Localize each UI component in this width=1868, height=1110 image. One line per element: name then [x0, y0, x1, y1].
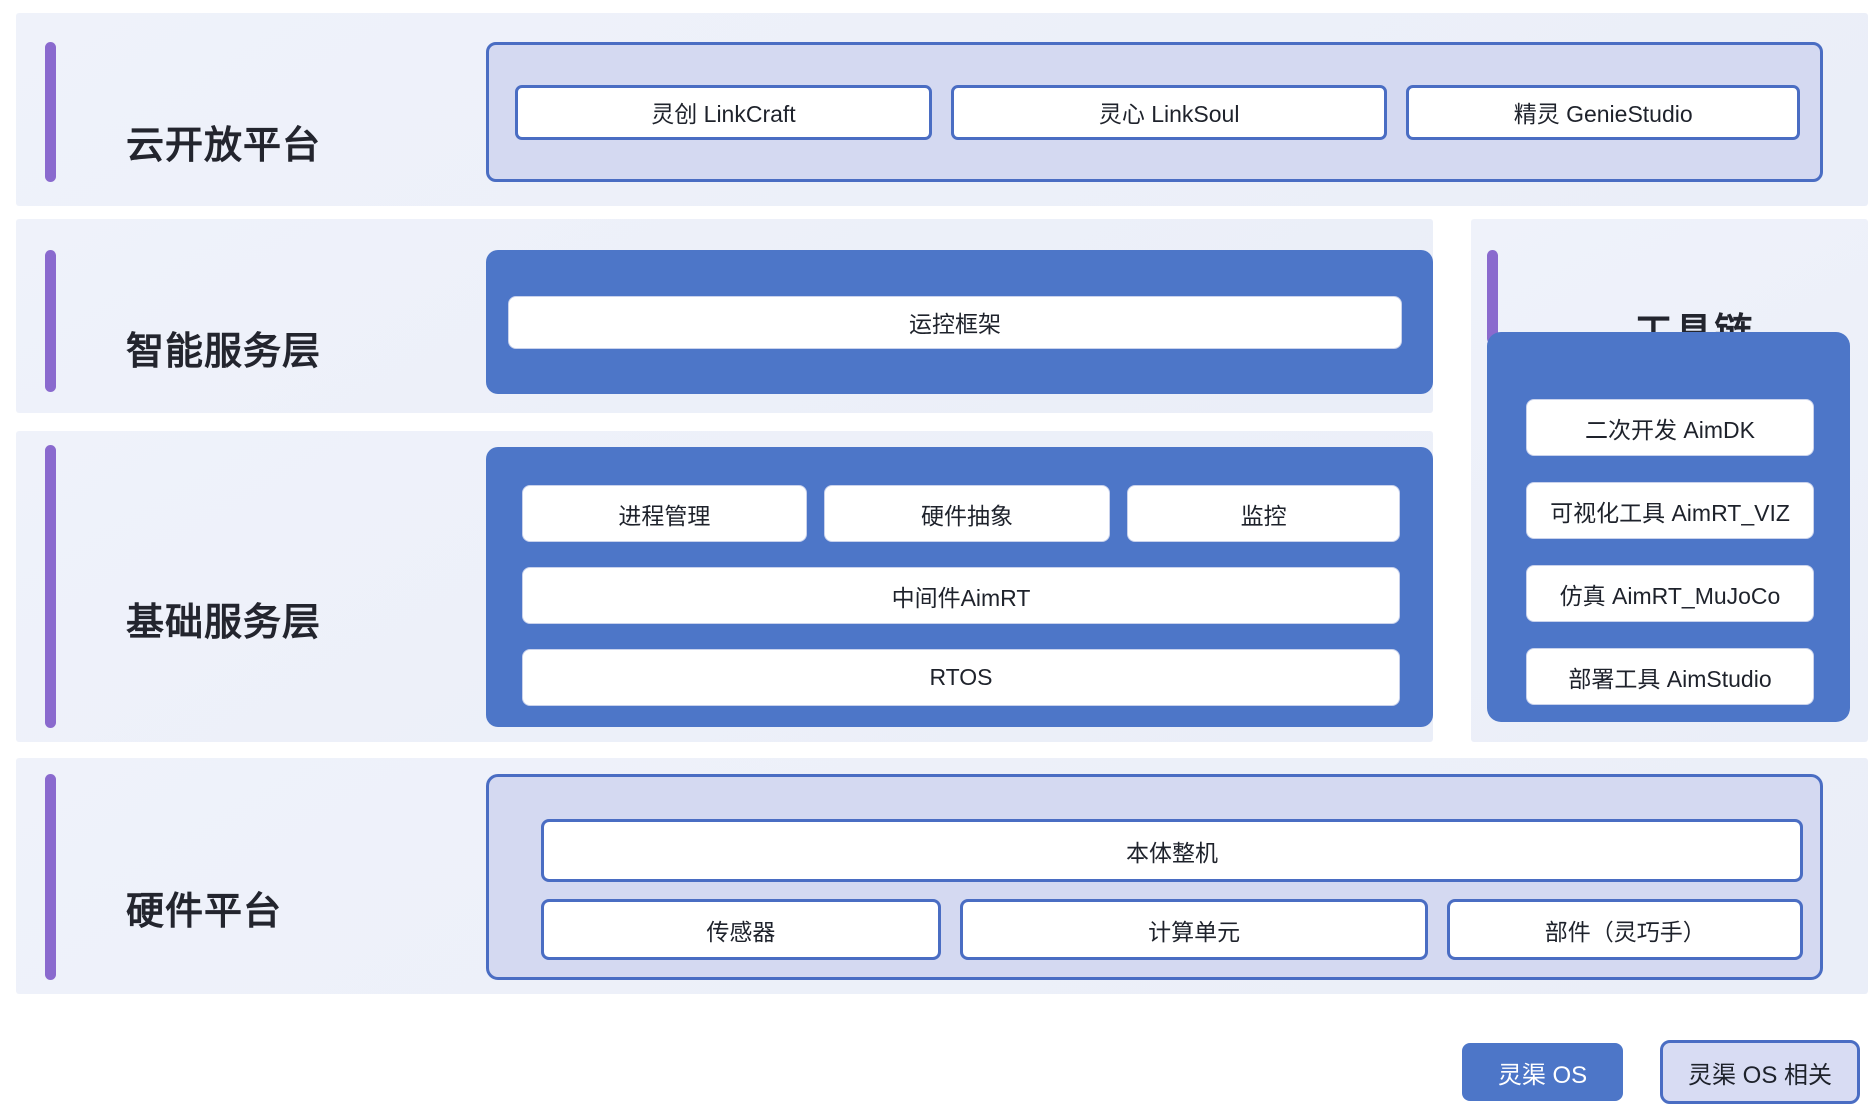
accent-bar — [45, 445, 56, 728]
layer-panel-hardware: 硬件平台 本体整机 传感器 计算单元 部件（灵巧手） — [16, 758, 1868, 994]
hardware-box-whole-machine: 本体整机 — [541, 819, 1803, 882]
hardware-group: 本体整机 传感器 计算单元 部件（灵巧手） — [486, 774, 1823, 980]
layer-title-hardware: 硬件平台 — [126, 891, 283, 934]
accent-bar — [45, 250, 56, 392]
intelligent-service-group: 运控框架 — [486, 250, 1433, 394]
layer-title-foundation-service: 基础服务层 — [126, 601, 322, 644]
foundation-service-group: 进程管理 硬件抽象 监控 中间件AimRT RTOS — [486, 447, 1433, 727]
layer-title-intelligent-service: 智能服务层 — [126, 331, 322, 374]
hardware-bottom-row: 传感器 计算单元 部件（灵巧手） — [541, 899, 1803, 960]
layer-panel-intelligent-service: 智能服务层 运控框架 — [16, 219, 1433, 413]
accent-bar — [1487, 250, 1498, 344]
module-box-process-management: 进程管理 — [522, 485, 807, 542]
hardware-box-sensors: 传感器 — [541, 899, 941, 960]
tool-box-aimstudio: 部署工具 AimStudio — [1526, 648, 1814, 705]
hardware-box-components-dexterous-hand: 部件（灵巧手） — [1447, 899, 1803, 960]
legend-lingqu-os-related: 灵渠 OS 相关 — [1660, 1040, 1860, 1104]
cloud-group: 灵创 LinkCraft 灵心 LinkSoul 精灵 GenieStudio — [486, 42, 1823, 182]
product-box-linksoul: 灵心 LinkSoul — [950, 84, 1388, 140]
product-box-geniestudio: 精灵 GenieStudio — [1406, 84, 1800, 140]
module-box-middleware-aimrt: 中间件AimRT — [522, 567, 1400, 624]
accent-bar — [45, 774, 56, 980]
module-box-hardware-abstraction: 硬件抽象 — [823, 485, 1111, 542]
accent-bar — [45, 42, 56, 182]
layer-panel-cloud: 云开放平台 灵创 LinkCraft 灵心 LinkSoul 精灵 GenieS… — [16, 13, 1868, 206]
legend-lingqu-os: 灵渠 OS — [1462, 1043, 1623, 1101]
module-box-monitoring: 监控 — [1127, 485, 1400, 542]
tool-box-aimdk: 二次开发 AimDK — [1526, 399, 1814, 456]
layer-panel-foundation-service: 基础服务层 进程管理 硬件抽象 监控 中间件AimRT RTOS — [16, 431, 1433, 742]
hardware-box-compute-unit: 计算单元 — [959, 899, 1429, 960]
toolchain-group: 二次开发 AimDK 可视化工具 AimRT_VIZ 仿真 AimRT_MuJo… — [1487, 332, 1850, 722]
layer-title-cloud: 云开放平台 — [126, 124, 322, 167]
module-box-rtos: RTOS — [522, 649, 1400, 706]
tool-box-aimrt-mujoco: 仿真 AimRT_MuJoCo — [1526, 565, 1814, 622]
tool-box-aimrt-viz: 可视化工具 AimRT_VIZ — [1526, 482, 1814, 539]
toolchain-panel: 工具链 二次开发 AimDK 可视化工具 AimRT_VIZ 仿真 AimRT_… — [1471, 219, 1868, 742]
product-box-linkcraft: 灵创 LinkCraft — [515, 84, 932, 140]
foundation-top-row: 进程管理 硬件抽象 监控 — [522, 485, 1400, 542]
module-box-motion-control: 运控框架 — [508, 295, 1402, 349]
